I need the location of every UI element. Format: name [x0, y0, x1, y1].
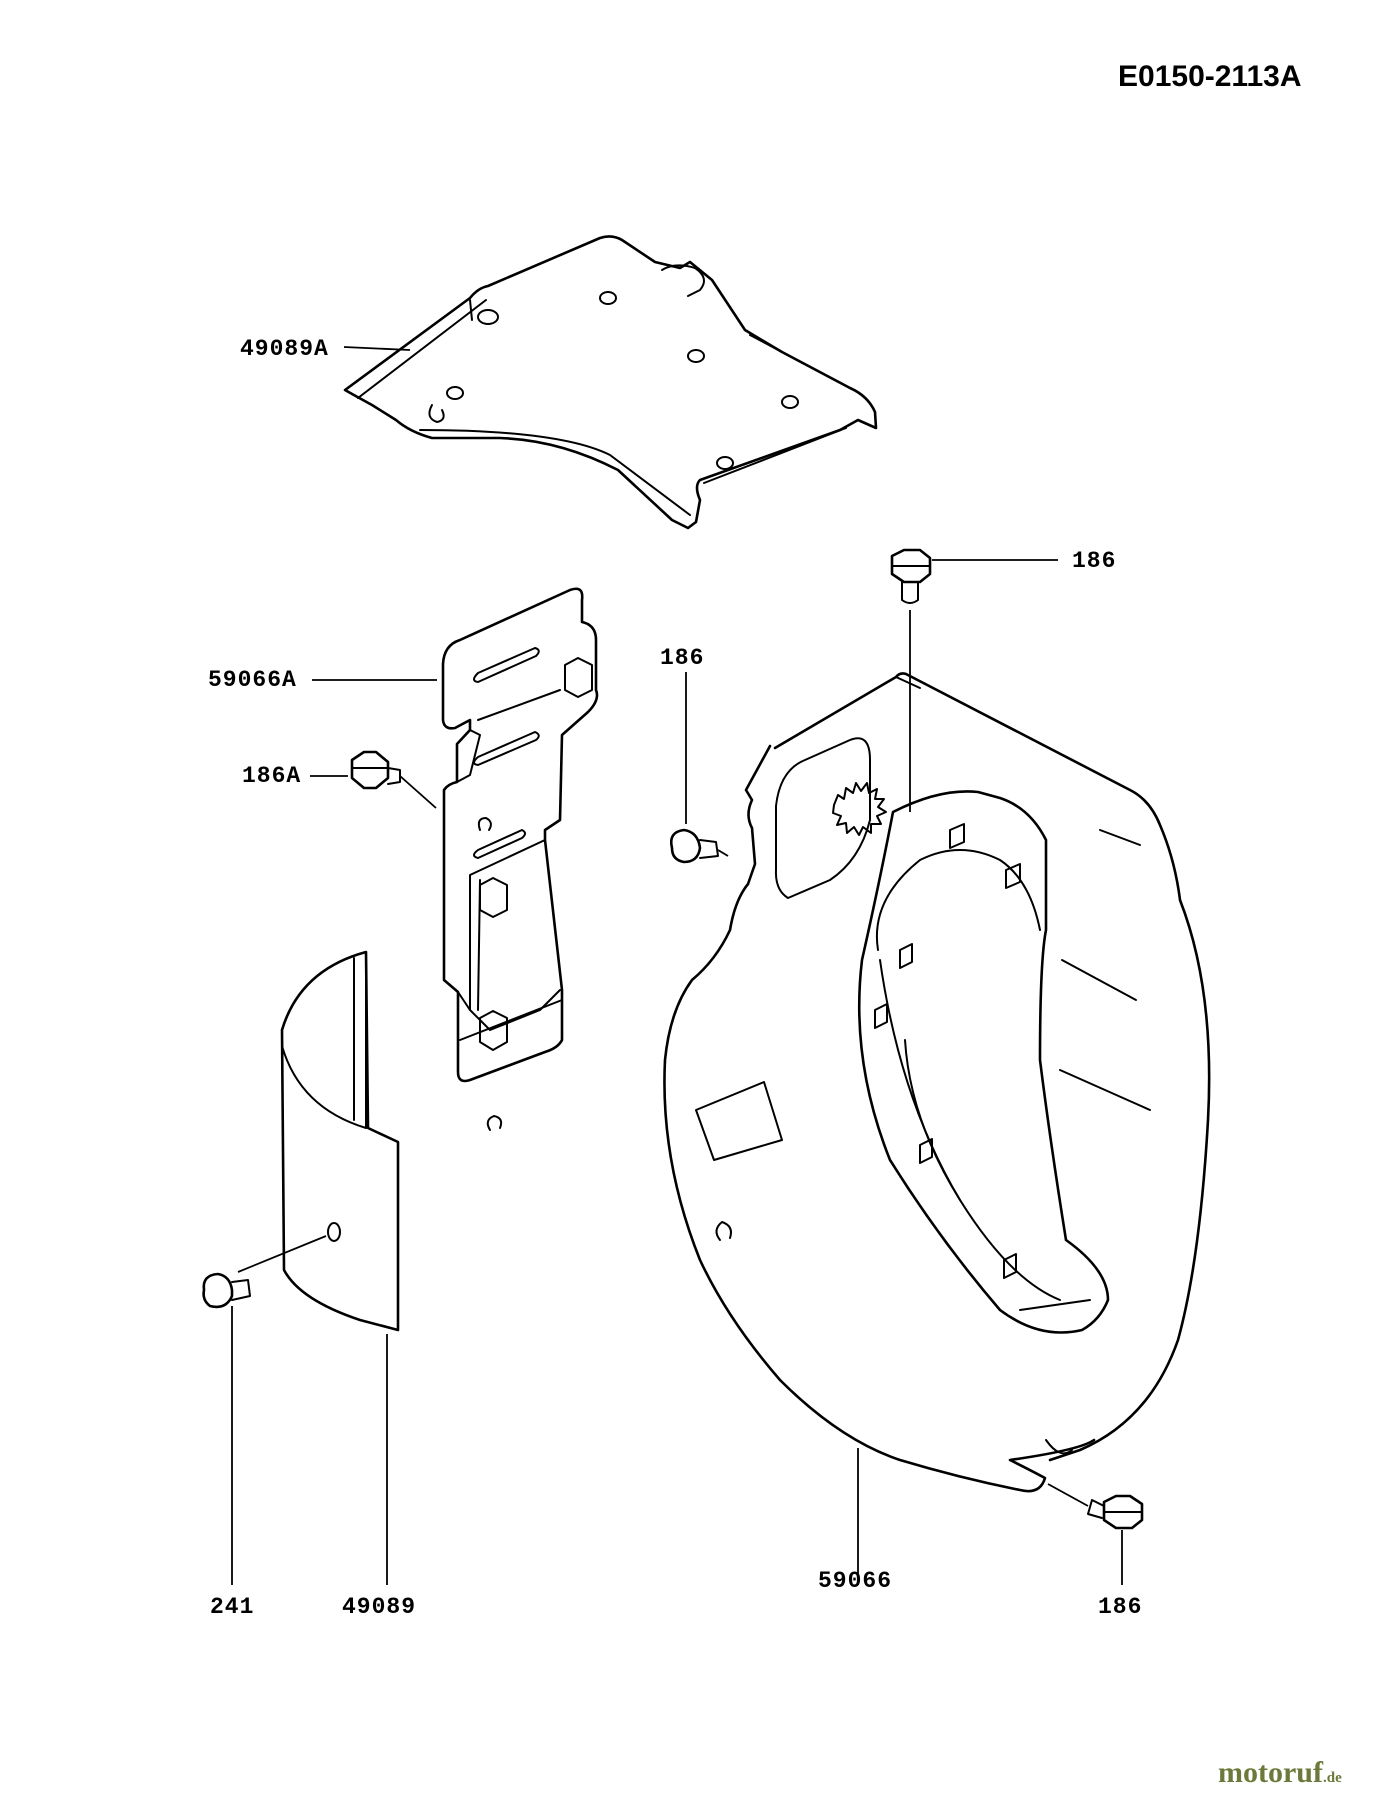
label-top-plate: 49089A [240, 336, 329, 362]
label-screw-top: 186 [1072, 548, 1116, 574]
housing-screw-top-part [890, 548, 932, 604]
watermark: motoruf.de [1218, 1756, 1342, 1789]
label-cover: 49089 [342, 1594, 416, 1620]
bracket-part [441, 587, 599, 1131]
top-plate-part [343, 235, 878, 530]
cover-screw-part [202, 1272, 251, 1309]
label-screw-mid: 186 [660, 645, 704, 671]
label-housing: 59066 [818, 1568, 892, 1594]
housing-screw-mid-part [669, 828, 729, 864]
housing-screw-bottom-part [1047, 1483, 1144, 1530]
leader-top-plate [343, 346, 411, 351]
label-screw-bottom: 186 [1098, 1594, 1142, 1620]
cover-part [237, 950, 400, 1332]
fan-housing-part [663, 672, 1211, 1493]
label-bracket-bolt: 186A [242, 763, 301, 789]
label-bracket: 59066A [208, 667, 297, 693]
diagram-code: E0150-2113A [1118, 60, 1302, 93]
label-cover-screw: 241 [210, 1594, 254, 1620]
bracket-bolt-part [350, 750, 437, 809]
